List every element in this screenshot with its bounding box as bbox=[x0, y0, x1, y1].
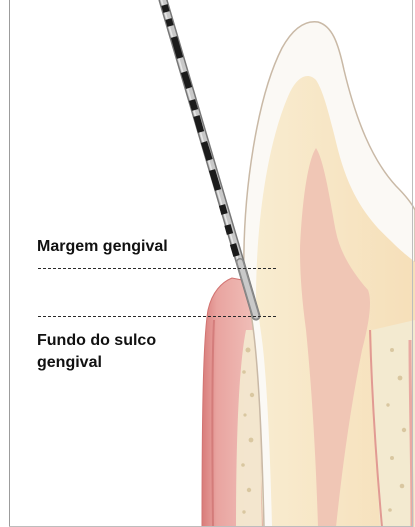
gingival-margin-label: Margem gengival bbox=[37, 236, 168, 258]
sulcus-bottom-label-line1: Fundo do sulco bbox=[37, 330, 156, 352]
gingival-margin-line bbox=[38, 268, 276, 269]
sulcus-bottom-label-line2: gengival bbox=[37, 352, 156, 374]
sulcus-bottom-line bbox=[38, 316, 276, 317]
sulcus-bottom-label: Fundo do sulco gengival bbox=[37, 330, 156, 374]
